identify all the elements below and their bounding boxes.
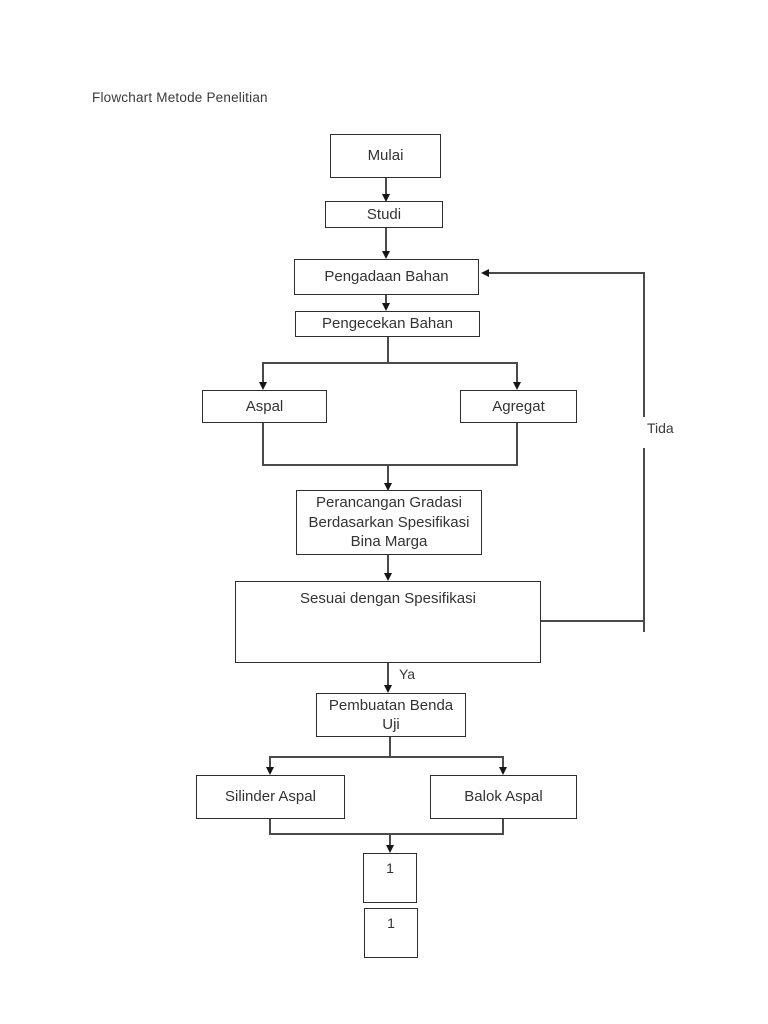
arrowhead-into-balok-icon [499,767,507,775]
edge-feedback-vertical-lower [643,448,645,632]
edge-perancangan-sesuai [387,555,389,575]
edge-aspal-join [262,423,264,466]
edge-pembuatan-branch [389,737,391,758]
arrowhead-into-silinder-icon [266,767,274,775]
arrowhead-into-perancangan-icon [384,483,392,491]
flowchart-node-mulai: Mulai [330,134,441,178]
edge-join2-bottom-horizontal [269,833,504,835]
flowchart-node-studi: Studi [325,201,443,228]
arrowhead-into-pembuatan-icon [384,685,392,693]
flowchart-node-aspal: Aspal [202,390,327,423]
edge-branch-agregat [516,363,518,384]
flowchart-node-pengadaan-bahan: Pengadaan Bahan [294,259,479,295]
flowchart-node-sesuai-spesifikasi: Sesuai dengan Spesifikasi [235,581,541,663]
edge-balok-join [502,819,504,835]
edge-pengadaan-pengecekan [385,295,387,305]
edge-branch-top-horizontal [262,362,518,364]
edge-branch-balok [502,757,504,769]
arrowhead-feedback-into-pengadaan-icon [481,269,489,277]
arrowhead-into-connector1-icon [386,845,394,853]
arrowhead-into-pengadaan-icon [382,251,390,259]
edge-feedback-vertical-upper [643,273,645,417]
flowchart-node-agregat: Agregat [460,390,577,423]
edge-sesuai-pembuatan [387,663,389,687]
edge-studi-pengadaan [385,228,387,253]
page-title: Flowchart Metode Penelitian [92,90,268,105]
edge-join-connector1 [389,834,391,847]
arrowhead-into-pengecekan-icon [382,303,390,311]
flowchart-node-balok-aspal: Balok Aspal [430,775,577,819]
edge-silinder-join [269,819,271,835]
flowchart-node-connector-1a: 1 [363,853,417,903]
edge-join-bottom-horizontal [262,464,518,466]
edge-feedback-bottom-horizontal [541,620,645,622]
arrowhead-into-sesuai-icon [384,573,392,581]
flowchart-node-pembuatan-benda-uji: Pembuatan Benda Uji [316,693,466,737]
flowchart-node-pengecekan-bahan: Pengecekan Bahan [295,311,480,337]
edge-label-tida: Tida [645,420,676,436]
edge-join-perancangan [387,465,389,485]
flowchart-node-perancangan-gradasi: Perancangan Gradasi Berdasarkan Spesifik… [296,490,482,555]
edge-mulai-studi [385,178,387,196]
arrowhead-into-studi-icon [382,194,390,202]
arrowhead-into-aspal-icon [259,382,267,390]
edge-branch-aspal [262,363,264,384]
edge-branch-silinder [269,757,271,769]
edge-branch2-top-horizontal [269,756,504,758]
edge-agregat-join [516,423,518,466]
edge-label-ya: Ya [397,666,418,682]
arrowhead-into-agregat-icon [513,382,521,390]
edge-pengecekan-branch [387,337,389,364]
flowchart-node-silinder-aspal: Silinder Aspal [196,775,345,819]
edge-feedback-top-horizontal [488,272,645,274]
flowchart-node-connector-1b: 1 [364,908,418,958]
